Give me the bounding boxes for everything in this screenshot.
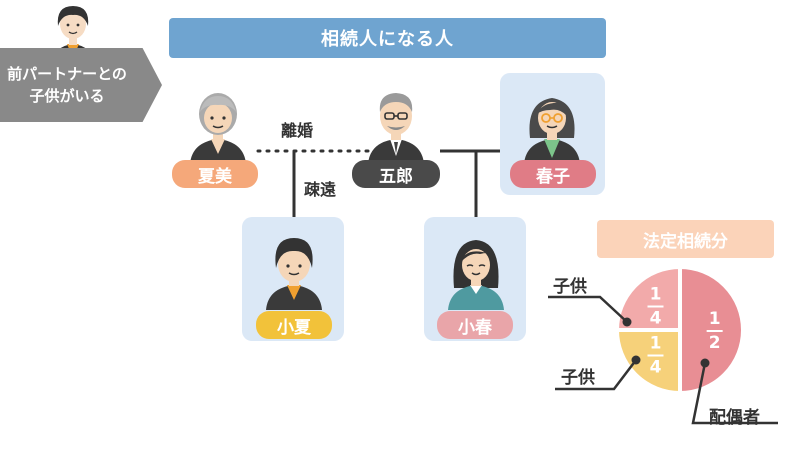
share-label-spouse: 配偶者 (709, 408, 760, 428)
leader-child-2 (555, 359, 637, 391)
koharu-avatar (448, 240, 504, 310)
haruko-name-tag: 春子 (510, 160, 596, 188)
divorce-label: 離婚 (281, 121, 314, 140)
natsumi-avatar (190, 93, 246, 164)
goro-avatar (368, 93, 424, 164)
leader-spouse-dot (700, 358, 710, 368)
leader-child-1-dot (622, 317, 632, 327)
pie-leader-lines (548, 295, 778, 425)
pie-slice-child-1-numerator: 1 (650, 284, 662, 304)
pie-slice-child-2 (614, 328, 682, 396)
pie-slice-child-2-denominator: 4 (650, 358, 662, 378)
haruko-avatar (524, 98, 580, 164)
pie-slice-spouse-numerator: 1 (709, 309, 721, 329)
estranged-label: 疎遠 (304, 180, 337, 199)
koharu-name-tag: 小春 (437, 311, 513, 339)
share-label-child-2: 子供 (561, 368, 595, 388)
note-line-1: 前パートナーとの (7, 65, 127, 83)
share-label-child-1: 子供 (553, 277, 587, 297)
pie-fraction-labels: 1 2 1 4 1 4 (647, 284, 723, 378)
konatsu-name-tag: 小夏 (256, 311, 332, 339)
goro-name-tag: 五郎 (352, 160, 440, 188)
note-line-2: 子供がいる (29, 87, 105, 105)
pie-slice-child-1 (614, 264, 682, 332)
previous-partner-note: 前パートナーとの子供がいる (0, 48, 162, 122)
heirs-banner: 相続人になる人 (169, 18, 606, 58)
leader-spouse (691, 362, 778, 425)
legal-share-title: 法定相続分 (597, 220, 774, 258)
natsumi-name-tag: 夏美 (172, 160, 258, 188)
pie-slice-child-2-numerator: 1 (650, 334, 662, 354)
pie-slices (614, 264, 745, 396)
pie-slice-spouse-denominator: 2 (709, 333, 721, 353)
leader-child-1 (548, 295, 628, 323)
konatsu-avatar (266, 238, 322, 310)
pie-slice-child-1-denominator: 4 (650, 308, 662, 328)
leader-child-2-dot (631, 355, 641, 365)
